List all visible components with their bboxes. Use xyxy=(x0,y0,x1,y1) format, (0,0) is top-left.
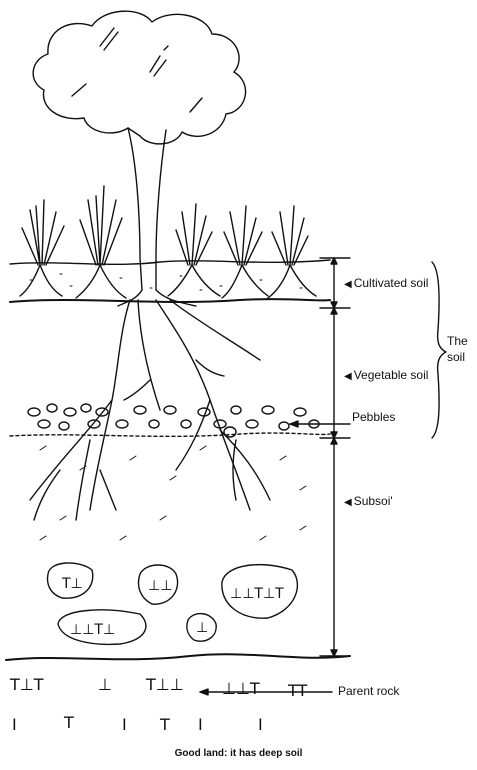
svg-text:⊥⊥T⊥T: ⊥⊥T⊥T xyxy=(230,586,284,602)
svg-text:T: T xyxy=(63,713,74,732)
pebbles xyxy=(27,403,320,438)
cultivated-layer-boundary xyxy=(9,298,331,303)
the-soil-brace xyxy=(431,261,447,439)
tree-canopy xyxy=(32,10,247,145)
tree-roots xyxy=(29,299,271,521)
parent-rock-symbols: T⊥T ⊥ T⊥⊥ ⊥⊥T TT I T I T I I xyxy=(9,675,307,734)
svg-text:⊥: ⊥ xyxy=(196,620,208,636)
svg-text:I: I xyxy=(122,715,127,734)
svg-text:⊥: ⊥ xyxy=(98,675,112,694)
svg-text:TT: TT xyxy=(287,681,307,700)
svg-text:T: T xyxy=(159,715,170,734)
svg-text:I: I xyxy=(258,715,263,734)
label-the-soil-line2: soil xyxy=(447,350,466,364)
parent-rock-boundary xyxy=(5,653,351,661)
label-the-soil-line1: The xyxy=(447,334,468,348)
soil-stipple xyxy=(29,273,307,541)
label-pebbles: Pebbles xyxy=(352,410,396,424)
dimension-lines xyxy=(319,257,351,657)
label-cultivated-soil: ◀Cultivated soil xyxy=(344,276,429,290)
grass-tufts xyxy=(21,185,309,266)
label-parent-rock: Parent rock xyxy=(338,684,400,698)
svg-text:I: I xyxy=(198,715,203,734)
svg-text:T⊥⊥: T⊥⊥ xyxy=(145,675,184,694)
tree-trunk xyxy=(127,127,167,291)
svg-text:T⊥T: T⊥T xyxy=(9,675,44,694)
figure-caption: Good land: it has deep soil xyxy=(174,748,303,759)
svg-text:⊥⊥T: ⊥⊥T xyxy=(222,679,260,698)
svg-text:I: I xyxy=(12,715,17,734)
pebble-layer-boundary xyxy=(9,432,331,438)
svg-text:T⊥: T⊥ xyxy=(61,576,83,592)
svg-text:⊥⊥T⊥: ⊥⊥T⊥ xyxy=(70,622,115,638)
label-vegetable-soil: ◀Vegetable soil xyxy=(344,368,429,382)
subsoil-rock-lumps: T⊥ ⊥⊥ ⊥⊥T⊥T ⊥⊥T⊥ ⊥ xyxy=(46,562,299,646)
label-subsoil: ◀Subsoi' xyxy=(344,494,393,508)
svg-text:⊥⊥: ⊥⊥ xyxy=(148,578,172,594)
ground-surface xyxy=(9,259,331,266)
